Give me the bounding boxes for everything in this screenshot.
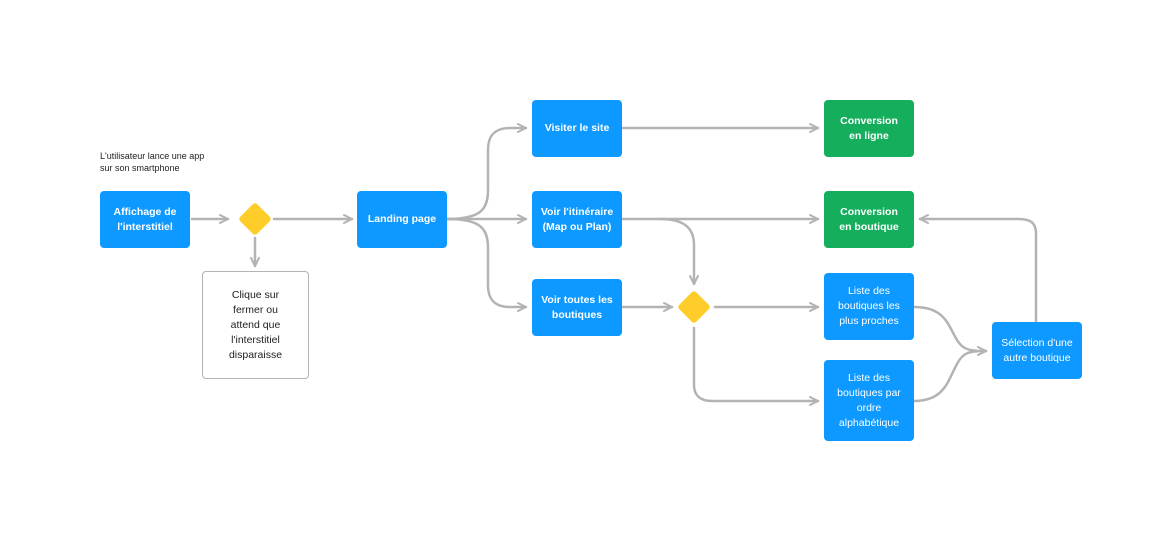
node-label: Conversion en ligne [840,114,898,142]
edge-landing-visiter [445,123,528,221]
node-voir-toutes-boutiques[interactable]: Voir toutes les boutiques [532,279,622,336]
edge-decision2-alpha [692,326,820,406]
node-label: Conversion en boutique [839,205,899,233]
node-label: Liste des boutiques les plus proches [838,285,900,327]
node-clique-fermer[interactable]: Clique sur fermer ou attend que l'inters… [202,271,309,379]
node-label: Voir l'itinéraire (Map ou Plan) [540,205,614,233]
edge-itineraire-decision2 [658,217,699,286]
node-label: Clique sur fermer ou attend que l'inters… [228,288,283,361]
node-conversion-en-ligne[interactable]: Conversion en ligne [824,100,914,157]
node-liste-boutiques-proches[interactable]: Liste des boutiques les plus proches [824,273,914,340]
edge-selection-convboutique [918,214,1038,324]
edge-alpha-selection [912,349,988,403]
edge-proches-selection [912,305,988,356]
node-label: Voir toutes les boutiques [541,293,613,321]
edge-landing-toutes [445,217,528,312]
node-conversion-en-boutique[interactable]: Conversion en boutique [824,191,914,248]
node-selection-autre-boutique[interactable]: Sélection d'une autre boutique [992,322,1082,379]
start-note: L'utilisateur lance une app sur son smar… [100,151,205,173]
node-label: Landing page [367,213,437,225]
node-affichage-interstitiel[interactable]: Affichage de l'interstitiel [100,191,190,248]
node-voir-itineraire[interactable]: Voir l'itinéraire (Map ou Plan) [532,191,622,248]
node-liste-boutiques-alphabetique[interactable]: Liste des boutiques par ordre alphabétiq… [824,360,914,441]
node-label: Visiter le site [544,122,610,134]
node-label: Affichage de l'interstitiel [113,205,177,233]
node-label: Sélection d'une autre boutique [1001,336,1073,364]
node-label: Liste des boutiques par ordre alphabétiq… [837,371,901,429]
node-visiter-site[interactable]: Visiter le site [532,100,622,157]
node-landing-page[interactable]: Landing page [357,191,447,248]
